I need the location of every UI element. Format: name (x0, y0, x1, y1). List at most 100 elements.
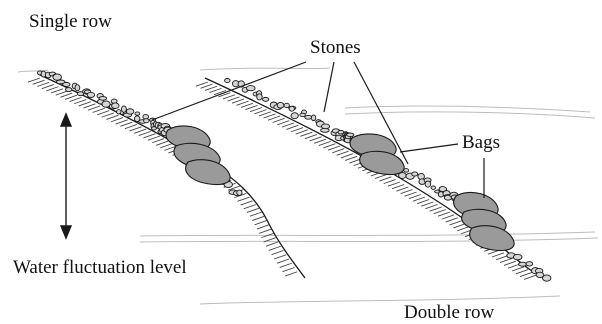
stone (543, 275, 551, 281)
right-slope-hatching (196, 82, 536, 279)
hatch-stroke (93, 108, 105, 112)
hatch-stroke (305, 134, 317, 138)
hatch-stroke (516, 270, 528, 274)
hatch-stroke (524, 275, 536, 279)
water-fluctuation-label: Water fluctuation level (13, 258, 187, 277)
hatch-stroke (120, 122, 132, 126)
hatch-stroke (277, 259, 289, 263)
hatch-stroke (65, 95, 77, 99)
hatch-stroke (434, 210, 446, 214)
hatch-stroke (286, 125, 298, 129)
hatch-stroke (442, 215, 454, 219)
hatch-stroke (241, 201, 253, 205)
hatch-stroke (139, 131, 151, 135)
hatch-stroke (405, 192, 417, 196)
hatch-stroke (143, 134, 155, 138)
stone (425, 181, 431, 187)
hatch-stroke (375, 174, 387, 178)
hatch-stroke (296, 130, 308, 134)
hatch-stroke (446, 218, 458, 222)
left-slope (38, 74, 305, 278)
hatch-stroke (426, 205, 438, 209)
hatch-stroke (328, 146, 340, 150)
hatch-stroke (111, 118, 123, 122)
hatch-stroke (277, 121, 289, 125)
hatch-stroke (332, 149, 344, 153)
stone (431, 186, 435, 189)
stone (75, 85, 80, 91)
hatch-stroke (500, 258, 512, 262)
stone (63, 82, 70, 86)
hatch-stroke (56, 91, 68, 95)
hatch-stroke (274, 255, 286, 259)
hatch-stroke (396, 187, 408, 191)
hatch-stroke (268, 116, 280, 120)
stone (237, 190, 242, 195)
bags-left (166, 126, 230, 185)
hatch-stroke (323, 144, 335, 148)
hatch-stroke (341, 154, 353, 158)
hatch-stroke (269, 246, 281, 250)
hatch-stroke (314, 139, 326, 143)
stone (526, 262, 533, 266)
hatch-stroke (392, 185, 404, 189)
hatch-stroke (257, 225, 269, 229)
hatch-stroke (259, 112, 271, 116)
stone (263, 97, 269, 101)
hatch-stroke (42, 84, 54, 88)
hatch-stroke (237, 101, 249, 105)
stone (513, 254, 522, 260)
hatch-stroke (102, 113, 114, 117)
hatch-stroke (252, 216, 264, 220)
hatch-stroke (156, 141, 168, 145)
hatch-stroke (70, 97, 82, 101)
stone (519, 262, 527, 266)
double-row-label: Double row (404, 303, 494, 322)
stone (65, 88, 71, 92)
hatch-stroke (116, 120, 128, 124)
hatch-stroke (160, 144, 172, 148)
hatch-stroke (401, 190, 413, 194)
hatch-stroke (97, 111, 109, 115)
hatch-stroke (421, 202, 433, 206)
hatch-stroke (417, 200, 429, 204)
hatch-stroke (125, 124, 137, 128)
stone (412, 172, 418, 176)
stone (246, 86, 255, 91)
stone (311, 115, 315, 121)
hatch-stroke (438, 212, 450, 216)
hatch-stroke (388, 182, 400, 186)
hatch-stroke (379, 177, 391, 181)
hatch-stroke (201, 84, 213, 88)
hatch-stroke (246, 105, 258, 109)
hatch-stroke (152, 139, 164, 143)
stone (112, 103, 119, 109)
hatch-stroke (130, 127, 142, 131)
hatch-stroke (259, 229, 271, 233)
hatch-stroke (223, 95, 235, 99)
stone (87, 92, 94, 97)
hatch-stroke (250, 108, 262, 112)
hatch-stroke (60, 93, 72, 97)
stone (289, 106, 294, 111)
hatch-stroke (255, 221, 267, 225)
hatch-stroke (88, 106, 100, 110)
hatch-stroke (241, 103, 253, 107)
hatch-stroke (37, 82, 49, 86)
hatch-stroke (285, 272, 297, 276)
hatch-stroke (492, 253, 504, 257)
hatch-stroke (310, 137, 322, 141)
hatch-stroke (28, 78, 40, 82)
hatch-stroke (255, 110, 267, 114)
hatch-stroke (496, 256, 508, 260)
water-level-arrow (61, 114, 71, 238)
stone (277, 102, 284, 108)
stone (300, 113, 306, 117)
hatch-stroke (244, 205, 256, 209)
hatch-stroke (413, 197, 425, 201)
bags-right-lower (454, 192, 515, 250)
hatch-stroke (272, 251, 284, 255)
stone (291, 113, 298, 119)
hatch-stroke (232, 99, 244, 103)
hatch-stroke (300, 132, 312, 136)
